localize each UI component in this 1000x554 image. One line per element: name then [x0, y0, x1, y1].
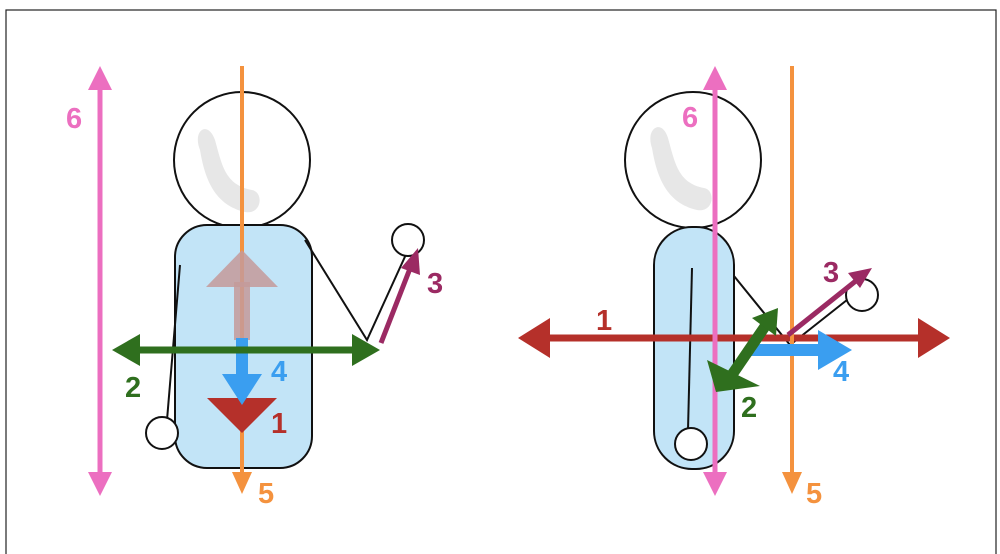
right-axis2-arrowhead-bottom [707, 360, 760, 392]
left-axis6-arrowhead-bottom [88, 472, 112, 496]
left-hand-raised [391, 223, 425, 257]
right-head-highlight [650, 127, 712, 211]
right-axis6-arrowhead-bottom [703, 472, 727, 496]
right-label-3: 3 [823, 257, 839, 289]
left-axis3-line [378, 265, 414, 344]
left-head-highlight [197, 129, 260, 213]
right-axis5-arrowhead [782, 472, 802, 494]
left-axis6-arrowhead-top [88, 66, 112, 90]
right-label-4: 4 [833, 356, 849, 388]
right-axis3-line [786, 278, 859, 337]
left-faded-arrow-shaft [234, 282, 250, 340]
left-arm-hanging [166, 264, 181, 421]
left-label-6: 6 [66, 103, 82, 135]
left-faded-arrowhead [206, 250, 278, 287]
left-axis4-arrowhead [222, 374, 262, 405]
left-axis5-arrowhead [232, 472, 252, 494]
diagram-frame [5, 9, 997, 554]
right-axis6-arrowhead-top [703, 66, 727, 90]
left-label-3: 3 [427, 268, 443, 300]
left-label-2: 2 [125, 372, 141, 404]
left-axis2-arrowhead-right [352, 334, 380, 366]
right-label-6: 6 [682, 102, 698, 134]
right-arm-hanging [687, 267, 693, 431]
left-label-1: 1 [271, 408, 287, 440]
right-axis3-arrowhead [848, 268, 872, 288]
left-arm-raised [304, 239, 409, 343]
right-label-1: 1 [596, 305, 612, 337]
left-hand-hanging [145, 416, 179, 450]
right-axis1-arrowhead-right [918, 318, 950, 358]
right-label-2: 2 [741, 392, 757, 424]
right-axis4-shaft [750, 344, 820, 356]
right-label-5: 5 [806, 478, 822, 510]
left-figure: 6 5 4 3 2 1 [66, 66, 443, 510]
left-label-4: 4 [271, 356, 287, 388]
right-axis1-arrowhead-left [518, 318, 550, 358]
left-axis4-shaft [236, 338, 248, 378]
left-axis2-arrowhead-left [112, 334, 140, 366]
right-axis4-arrowhead [818, 330, 852, 370]
right-hand-hanging [674, 427, 708, 461]
left-axis3-arrowhead [401, 248, 420, 275]
right-axis2-arrowhead-top [752, 308, 778, 336]
right-figure: 6 5 4 3 2 1 [518, 66, 950, 510]
left-label-5: 5 [258, 478, 274, 510]
left-axis1-arrowhead [207, 398, 277, 433]
